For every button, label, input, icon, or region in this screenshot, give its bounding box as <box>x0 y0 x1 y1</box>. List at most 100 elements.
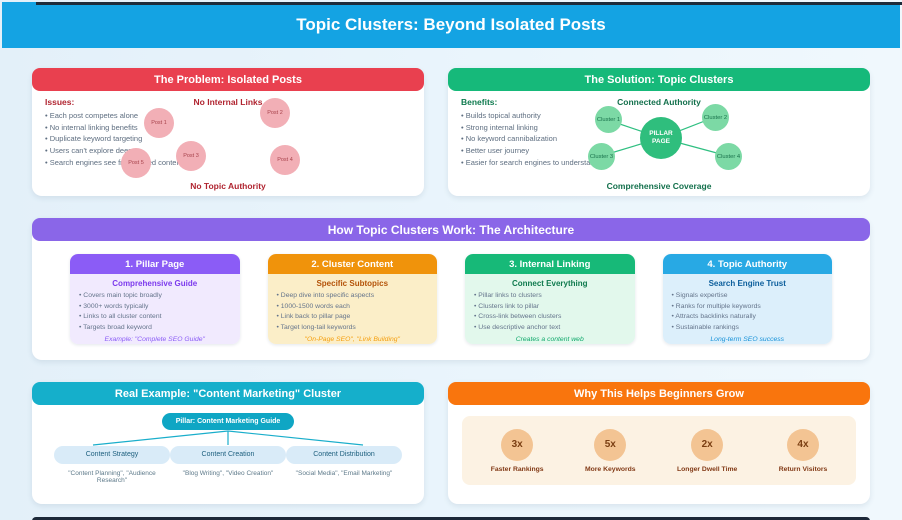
stat-value: 4x <box>786 428 819 461</box>
stat-label: Longer Dwell Time <box>676 465 738 473</box>
title-banner: Topic Clusters: Beyond Isolated Posts <box>2 2 900 48</box>
post-node: Post 1 <box>144 108 174 138</box>
problem-card-header: The Problem: Isolated Posts <box>32 68 424 91</box>
step-cluster-content: 2. Cluster Content Specific Subtopics De… <box>267 254 437 344</box>
benefit-item: No keyword cannibalization <box>461 133 599 145</box>
content-area: The Problem: Isolated Posts Issues: Each… <box>0 68 902 520</box>
branch-quote: "Social Media", "Email Marketing" <box>295 470 393 477</box>
architecture-section: How Topic Clusters Work: The Architectur… <box>32 218 870 360</box>
issue-item: Each post competes alone <box>45 110 183 122</box>
connected-authority-label: Connected Authority <box>617 97 701 107</box>
step-footnote: Example: "Complete SEO Guide" <box>104 336 205 344</box>
real-example-card: Real Example: "Content Marketing" Cluste… <box>32 382 424 504</box>
cluster-node: Cluster 4 <box>715 143 742 170</box>
footer-banner: Start Small, Think Big: Begin with one p… <box>32 517 870 520</box>
post-node: Post 3 <box>176 141 206 171</box>
step-body: Specific Subtopics Deep dive into specif… <box>267 274 437 344</box>
problem-solution-row: The Problem: Isolated Posts Issues: Each… <box>32 68 870 196</box>
branch-content-distribution: Content Distribution "Social Media", "Em… <box>286 446 402 484</box>
benefit-item: Strong internal linking <box>461 122 599 134</box>
step-points: Deep dive into specific aspects 1000-150… <box>277 291 429 333</box>
step-body: Search Engine Trust Signals expertise Ra… <box>662 274 832 344</box>
solution-card-header: The Solution: Topic Clusters <box>448 68 870 91</box>
step-point: 3000+ words typically <box>79 302 231 313</box>
step-point: Deep dive into specific aspects <box>277 291 429 302</box>
step-point: 1000-1500 words each <box>277 302 429 313</box>
cluster-node: Cluster 3 <box>588 143 615 170</box>
growth-title: Why This Helps Beginners Grow <box>574 387 744 400</box>
benefits-label: Benefits: <box>461 97 498 107</box>
step-point: Target long-tail keywords <box>277 323 429 334</box>
cluster-node: Cluster 1 <box>595 106 622 133</box>
example-pillar-pill: Pillar: Content Marketing Guide <box>161 413 295 430</box>
step-header: 2. Cluster Content <box>267 254 437 274</box>
stat-value: 2x <box>691 428 724 461</box>
step-subtitle: Comprehensive Guide <box>112 279 198 288</box>
step-point: Use descriptive anchor text <box>474 323 626 334</box>
branch-pill: Content Strategy <box>54 446 170 464</box>
stat-value: 5x <box>594 428 627 461</box>
step-footnote: Long-term SEO success <box>710 336 785 344</box>
issue-item: Search engines see fragmented content <box>45 157 183 169</box>
step-points: Covers main topic broadly 3000+ words ty… <box>79 291 231 333</box>
problem-card: The Problem: Isolated Posts Issues: Each… <box>32 68 424 196</box>
issues-label: Issues: <box>45 97 75 107</box>
stat-label: Return Visitors <box>778 465 828 473</box>
real-example-body: Pillar: Content Marketing Guide Content … <box>32 413 424 504</box>
step-point: Sustainable rankings <box>672 323 824 334</box>
post-node: Post 2 <box>260 98 290 128</box>
stat-longer-dwell-time: 2x Longer Dwell Time <box>676 428 738 473</box>
benefit-item: Builds topical authority <box>461 110 599 122</box>
step-point: Links to all cluster content <box>79 312 231 323</box>
step-point: Cross-link between clusters <box>474 312 626 323</box>
growth-card: Why This Helps Beginners Grow 3x Faster … <box>448 382 870 504</box>
example-growth-row: Real Example: "Content Marketing" Cluste… <box>32 382 870 504</box>
step-body: Connect Everything Pillar links to clust… <box>465 274 635 344</box>
stat-faster-rankings: 3x Faster Rankings <box>491 428 544 473</box>
architecture-title: How Topic Clusters Work: The Architectur… <box>327 222 575 237</box>
problem-title: The Problem: Isolated Posts <box>154 73 302 86</box>
step-points: Pillar links to clusters Clusters link t… <box>474 291 626 333</box>
step-pillar-page: 1. Pillar Page Comprehensive Guide Cover… <box>70 254 240 344</box>
stat-label: More Keywords <box>584 465 636 473</box>
step-header: 4. Topic Authority <box>662 254 832 274</box>
real-example-header: Real Example: "Content Marketing" Cluste… <box>32 382 424 405</box>
branch-content-strategy: Content Strategy "Content Planning", "Au… <box>54 446 170 484</box>
branch-pill: Content Creation <box>170 446 286 464</box>
step-point: Targets broad keyword <box>79 323 231 334</box>
stat-value: 3x <box>501 428 534 461</box>
post-node: Post 4 <box>270 145 300 175</box>
benefits-list: Builds topical authority Strong internal… <box>461 110 599 168</box>
architecture-header: How Topic Clusters Work: The Architectur… <box>32 218 870 241</box>
stat-return-visitors: 4x Return Visitors <box>778 428 828 473</box>
no-internal-links-label: No Internal Links <box>193 97 263 107</box>
step-header: 3. Internal Linking <box>465 254 635 274</box>
issue-item: Duplicate keyword targeting <box>45 133 183 145</box>
step-point: Clusters link to pillar <box>474 302 626 313</box>
branch-content-creation: Content Creation "Blog Writing", "Video … <box>170 446 286 484</box>
step-header: 1. Pillar Page <box>70 254 240 274</box>
step-internal-linking: 3. Internal Linking Connect Everything P… <box>465 254 635 344</box>
step-point: Pillar links to clusters <box>474 291 626 302</box>
step-topic-authority: 4. Topic Authority Search Engine Trust S… <box>662 254 832 344</box>
comprehensive-coverage-label: Comprehensive Coverage <box>606 181 712 191</box>
issues-list: Each post competes alone No internal lin… <box>45 110 183 168</box>
solution-card: The Solution: Topic Clusters Benefits: B… <box>448 68 870 196</box>
step-points: Signals expertise Ranks for multiple key… <box>672 291 824 333</box>
solution-card-body: Benefits: Builds topical authority Stron… <box>448 91 870 196</box>
step-subtitle: Specific Subtopics <box>316 279 389 288</box>
issue-item: No internal linking benefits <box>45 122 183 134</box>
step-point: Covers main topic broadly <box>79 291 231 302</box>
step-point: Link back to pillar page <box>277 312 429 323</box>
issue-item: Users can't explore deeper <box>45 145 183 157</box>
tree-connector-lines <box>92 430 364 446</box>
step-subtitle: Search Engine Trust <box>708 279 786 288</box>
benefit-item: Easier for search engines to understand <box>461 157 599 169</box>
solution-title: The Solution: Topic Clusters <box>584 73 734 86</box>
step-footnote: "On-Page SEO", "Link Building" <box>304 336 400 344</box>
architecture-steps: 1. Pillar Page Comprehensive Guide Cover… <box>32 241 870 360</box>
page-title: Topic Clusters: Beyond Isolated Posts <box>296 15 606 34</box>
pillar-page-node: PILLAR PAGE <box>640 117 682 159</box>
post-node: Post 5 <box>121 148 151 178</box>
cluster-network-diagram: Cluster 1 Cluster 2 Cluster 3 Cluster 4 … <box>514 102 814 188</box>
